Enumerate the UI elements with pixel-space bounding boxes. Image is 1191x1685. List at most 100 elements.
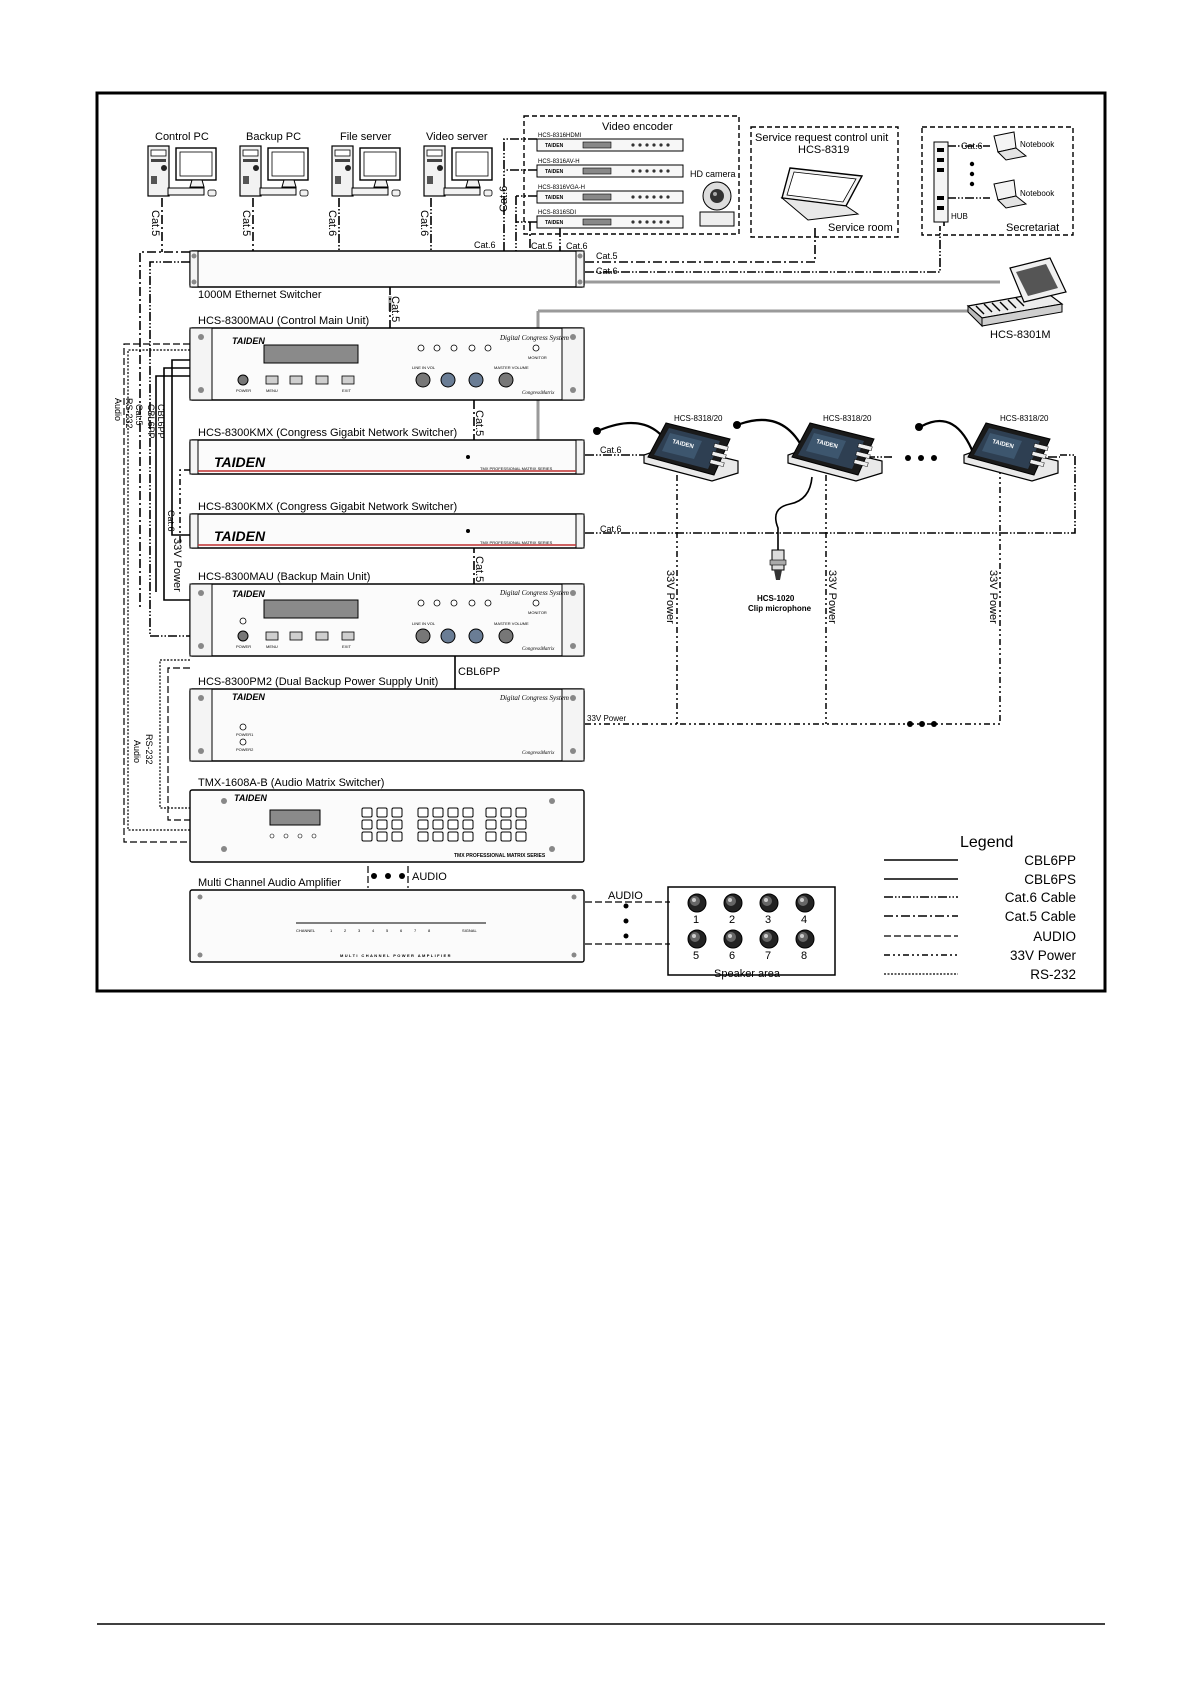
cable-label-cat6: Cat.6 <box>596 266 618 276</box>
legend-item-label: AUDIO <box>1033 929 1076 944</box>
taiden-logo: TAIDEN <box>232 336 265 346</box>
panel-brand: Digital Congress System <box>499 589 569 597</box>
taiden-logo: TAIDEN <box>214 454 266 470</box>
cable-label-cat6: Cat.6 <box>600 524 622 534</box>
speaker-number: 7 <box>765 950 771 962</box>
matrix-series-label: TMX PROFESSIONAL MATRIX SERIES <box>454 853 546 859</box>
panel-sub: CongressMatrix <box>522 751 555 756</box>
mic-model-label: HCS-1020 <box>757 594 795 603</box>
speaker-area: 1 2 3 4 5 6 7 8 Speaker area <box>668 887 835 980</box>
encoder-model-label: HCS-8316VGA-H <box>538 185 585 191</box>
control-pc: Control PC Cat.5 <box>148 131 216 236</box>
cable-label-rs232: RS-232 <box>124 398 134 429</box>
power1-label: POWER1 <box>236 732 254 737</box>
cable-label-33v-power: 33V Power <box>587 714 626 723</box>
legend-item-label: Cat.6 Cable <box>1005 890 1076 905</box>
mixer-label: HCS-8301M <box>990 329 1051 341</box>
cable-label-audio: AUDIO <box>608 890 643 902</box>
encoder-unit <box>537 191 683 203</box>
file-server-label: File server <box>340 131 392 143</box>
encoder-model-label: HCS-8316SDI <box>538 210 576 216</box>
video-encoder-title: Video encoder <box>602 121 673 133</box>
computer-icon <box>240 146 308 196</box>
video-server: Video server Cat.6 <box>418 131 492 236</box>
lcd-display <box>264 600 358 618</box>
signal-label: SIGNAL <box>462 928 477 933</box>
cable-label-audio: AUDIO <box>412 871 447 883</box>
service-unit-title: Service request control unit <box>755 132 888 144</box>
cable-label-cat6: Cat.6 <box>418 210 430 236</box>
speaker-icon <box>796 930 814 948</box>
notebook-label: Notebook <box>1020 189 1055 198</box>
hd-camera-label: HD camera <box>690 169 736 179</box>
speaker-icon <box>724 930 742 948</box>
speaker-number: 6 <box>729 950 735 962</box>
legend: Legend CBL6PP CBL6PS Cat.6 Cable Cat.5 C… <box>884 834 1076 982</box>
mixer-hcs-8301m: HCS-8301M <box>968 258 1066 341</box>
cable-label-33v-power: 33V Power <box>987 570 999 624</box>
encoder-unit <box>537 165 683 177</box>
taiden-logo: TAIDEN <box>214 528 266 544</box>
menu-label: MENU <box>266 388 278 393</box>
secretariat-group: HUB Cat.6 Notebook Notebook Secretariat <box>922 127 1073 235</box>
pm2-label: HCS-8300PM2 (Dual Backup Power Supply Un… <box>198 676 438 688</box>
mau-control-label: HCS-8300MAU (Control Main Unit) <box>198 315 369 327</box>
computer-group: Control PC Cat.5 Backup PC Cat.5 File se… <box>148 131 492 236</box>
speaker-icon <box>760 894 778 912</box>
cable-label-audio: Audio <box>132 740 142 763</box>
cable-label-cat5: Cat.5 <box>134 404 144 426</box>
cable-label-cbl6pp: CBL6PP <box>458 666 500 678</box>
cable-label-cbl6pp: CBL6PP <box>146 404 156 439</box>
kmx1-label: HCS-8300KMX (Congress Gigabit Network Sw… <box>198 427 457 439</box>
speaker-number: 5 <box>693 950 699 962</box>
service-unit-model: HCS-8319 <box>798 144 849 156</box>
line-in-label: LINE IN VOL <box>412 365 436 370</box>
speaker-icon <box>688 930 706 948</box>
mau-backup-label: HCS-8300MAU (Backup Main Unit) <box>198 571 370 583</box>
more-dots <box>907 721 937 727</box>
legend-title: Legend <box>960 834 1013 851</box>
cable-label-cat6: Cat.6 <box>166 510 176 532</box>
cable-label-cat5: Cat.5 <box>240 210 252 236</box>
power-button <box>238 375 248 385</box>
lcd-display <box>270 810 320 825</box>
unit-model-label: HCS-8318/20 <box>823 414 872 423</box>
tmx-label: TMX-1608A-B (Audio Matrix Switcher) <box>198 777 384 789</box>
file-server: File server Cat.6 <box>326 131 400 236</box>
menu-label: MENU <box>266 644 278 649</box>
multi-channel-amplifier: Multi Channel Audio Amplifier CHANNEL 1 … <box>190 877 643 962</box>
speaker-number: 4 <box>801 914 807 926</box>
more-dots <box>970 162 974 186</box>
speaker-icon <box>796 894 814 912</box>
mic-name-label: Clip microphone <box>748 604 812 613</box>
line-in-label: LINE IN VOL <box>412 621 436 626</box>
cable-label-cat5: Cat.5 <box>473 556 485 582</box>
legend-item-label: CBL6PP <box>1024 853 1076 868</box>
service-room-group: Service request control unit HCS-8319 Se… <box>751 127 898 237</box>
master-volume-knob <box>499 629 513 643</box>
cable-label-cat5: Cat.5 <box>389 296 401 322</box>
more-dots <box>624 904 629 939</box>
unit-model-label: HCS-8318/20 <box>674 414 723 423</box>
amplifier-label: Multi Channel Audio Amplifier <box>198 877 341 889</box>
conference-unit-icon <box>788 423 882 481</box>
legend-item-label: RS-232 <box>1030 967 1076 982</box>
power2-label: POWER2 <box>236 747 254 752</box>
speaker-number: 1 <box>693 914 699 926</box>
speaker-icon <box>688 894 706 912</box>
cable-label-rs232: RS-232 <box>144 734 154 765</box>
taiden-logo: TAIDEN <box>232 692 265 702</box>
lcd-display <box>264 345 358 363</box>
master-volume-knob <box>499 373 513 387</box>
cable-label-audio: Audio <box>113 398 123 421</box>
video-encoder-group: Video encoder HCS-8316HDMI HCS-8316AV-H … <box>474 116 739 251</box>
hd-camera-icon <box>700 182 734 226</box>
cable-label-cat6: Cat.6 <box>474 240 496 250</box>
more-dots <box>905 455 937 461</box>
cable-label-33v-power: 33V Power <box>664 570 676 624</box>
exit-label: EXIT <box>342 388 351 393</box>
cable-label-cat6: Cat.6 <box>498 186 510 212</box>
computer-icon <box>424 146 492 196</box>
cable-label-cat6: Cat.6 <box>600 445 622 455</box>
